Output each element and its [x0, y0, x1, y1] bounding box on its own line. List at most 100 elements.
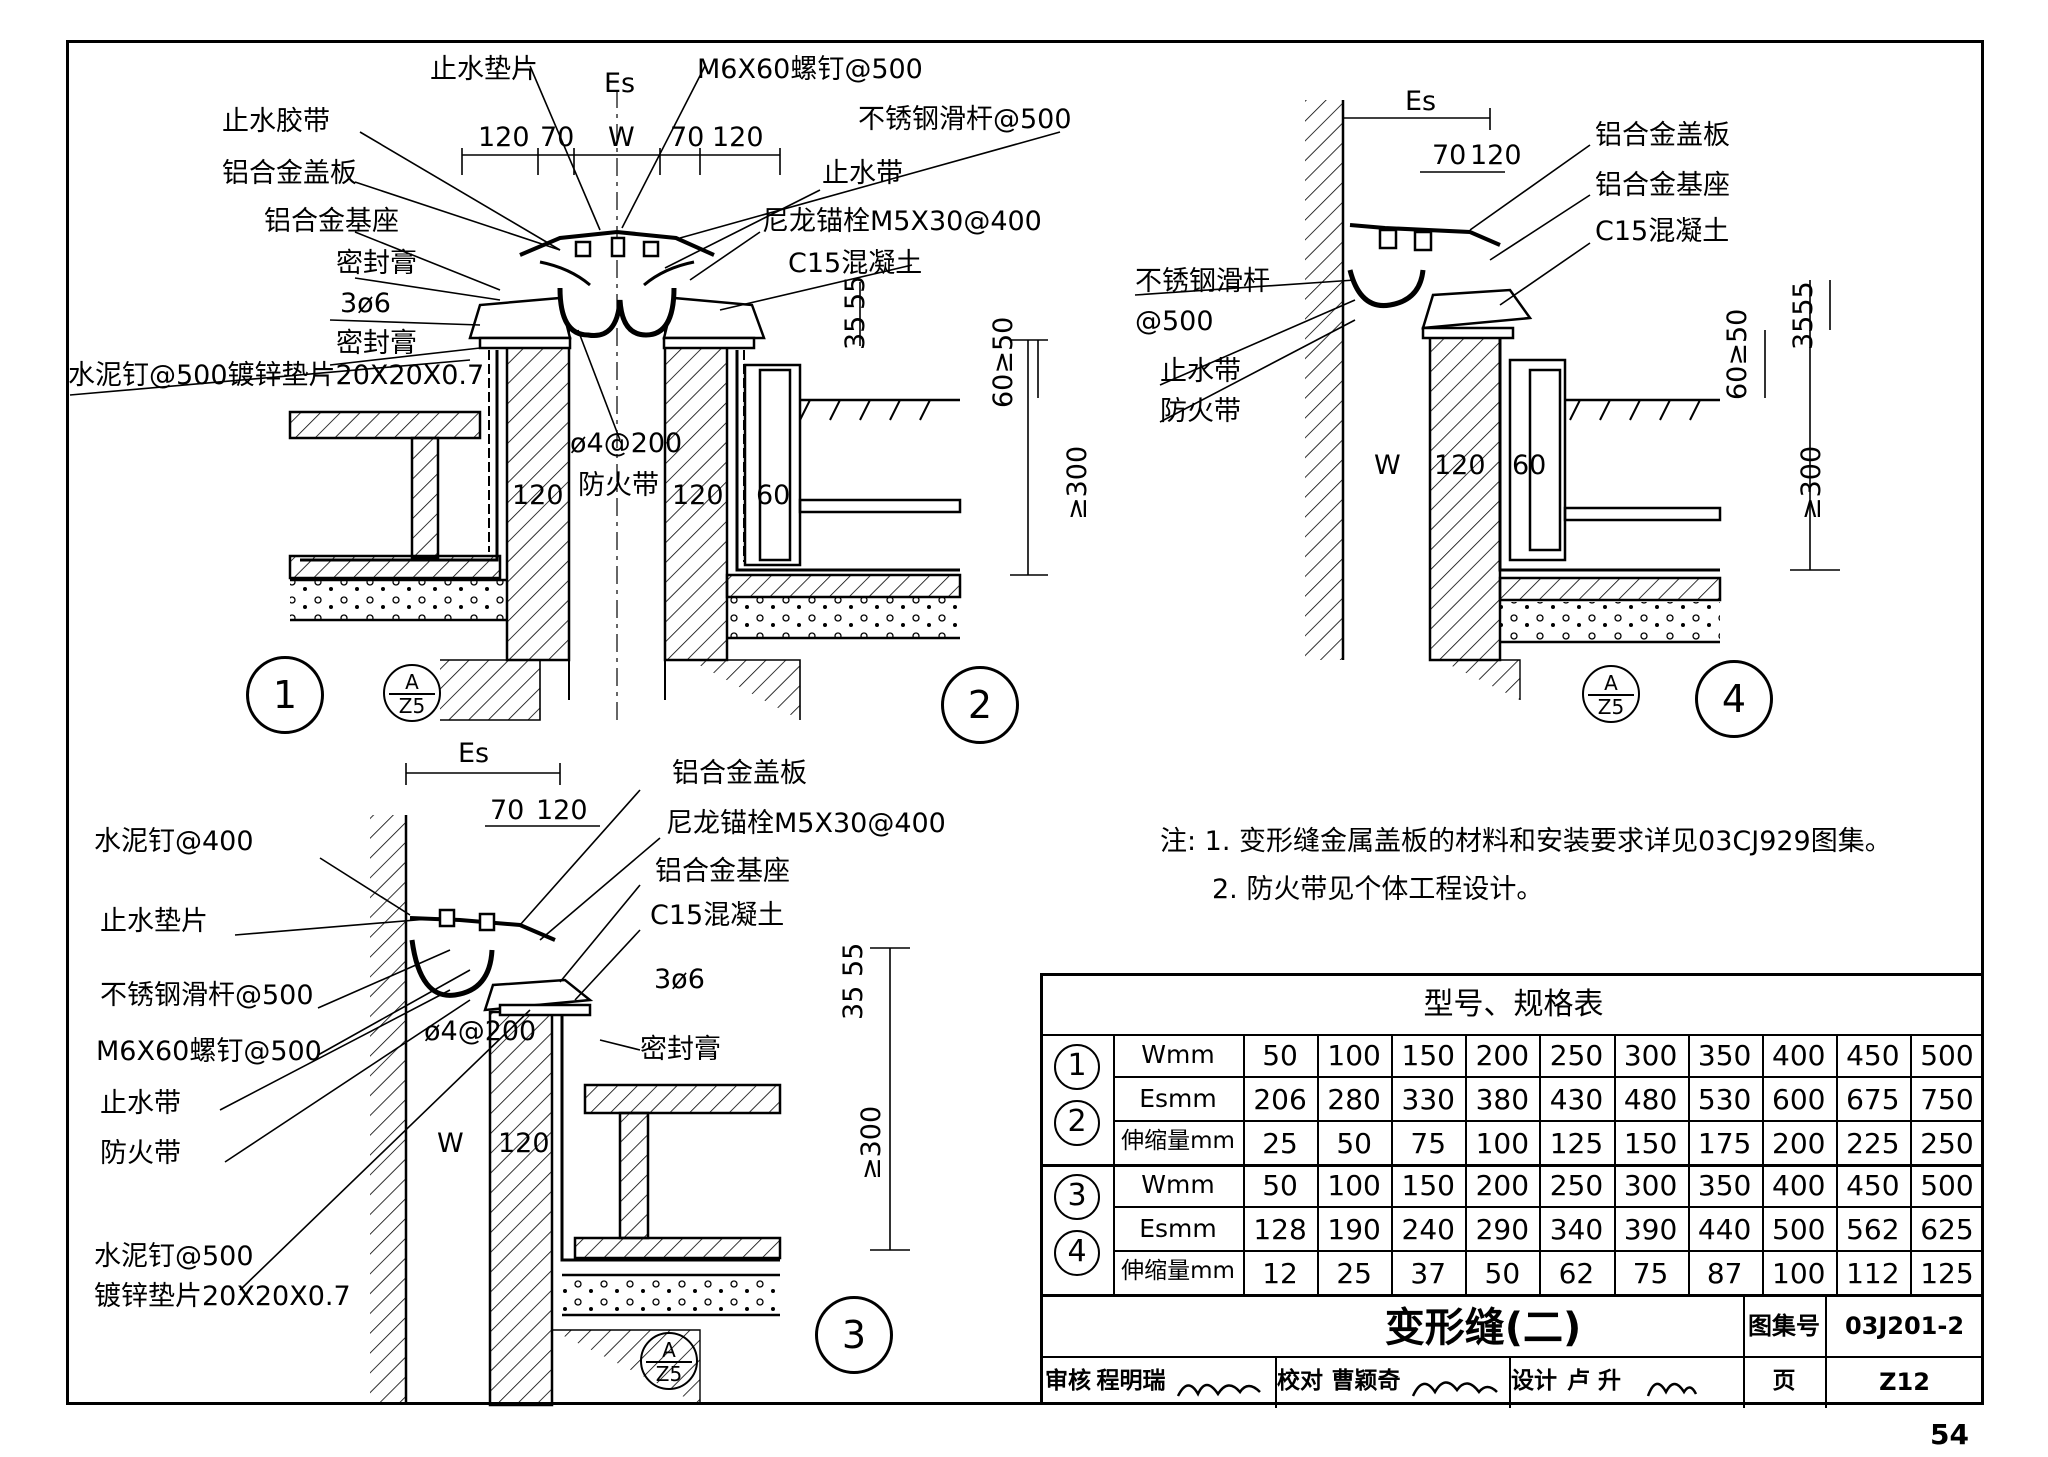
d3-dim-ge300: ≥300	[856, 1105, 887, 1180]
table-rule	[1825, 1294, 1827, 1408]
table-cell: 112	[1846, 1257, 1900, 1290]
section-ref-letter: A	[1604, 671, 1618, 695]
table-rule	[1243, 1034, 1245, 1294]
dim-35: 35	[840, 315, 871, 350]
section-ref-sheet: Z5	[655, 1362, 683, 1386]
atlas-label: 图集号	[1748, 1312, 1820, 1340]
table-cell: 530	[1697, 1083, 1752, 1116]
signatures	[1176, 1381, 1698, 1397]
table-rule	[1509, 1356, 1511, 1408]
sheet-page: Z12	[1879, 1368, 1930, 1396]
d4-label-al-base: 铝合金基座	[1595, 170, 1730, 201]
section-ref-sheet: Z5	[398, 694, 426, 718]
label-sealant-bottom: 密封膏	[336, 328, 417, 359]
d4-label-water-stop-belt: 止水带	[1160, 356, 1241, 387]
table-cell: 500	[1920, 1169, 1974, 1202]
d4-label-at500: @500	[1135, 306, 1214, 337]
dim-120-left-top: 120	[478, 122, 530, 153]
d3-label-washer: 镀锌垫片20X20X0.7	[94, 1281, 351, 1312]
section-ref-1: A Z5	[383, 664, 441, 722]
table-cell: 480	[1623, 1083, 1678, 1116]
table-cell: 280	[1327, 1083, 1381, 1116]
table-cell: 25	[1262, 1127, 1298, 1160]
row-label-w-1: Wmm	[1141, 1040, 1215, 1069]
d4-dim-70: 70	[1432, 140, 1467, 171]
label-c15: C15混凝土	[788, 248, 923, 279]
dim-ge300: ≥300	[1062, 445, 1093, 520]
section-ref-divider	[1588, 694, 1634, 696]
table-cell: 87	[1706, 1257, 1743, 1290]
table-cell: 225	[1846, 1127, 1900, 1160]
row-label-stretch-2: 伸缩量mm	[1121, 1258, 1235, 1284]
label-es: Es	[604, 68, 636, 99]
label-sealant-top: 密封膏	[336, 248, 417, 279]
table-cell: 400	[1772, 1039, 1826, 1072]
label-screw: M6X60螺钉@500	[697, 54, 923, 85]
section-ref-divider	[389, 693, 435, 695]
d3-label-al-cover: 铝合金盖板	[672, 758, 807, 789]
reviewer-name: 程明瑞	[1096, 1368, 1166, 1394]
spec-table: 型号、规格表 1 2 3 4 Wmm Esmm 伸缩量mm Wmm Esmm 伸…	[1040, 973, 1984, 1408]
table-rule	[1909, 1034, 1912, 1294]
table-cell: 390	[1623, 1213, 1678, 1246]
dim-60: 60	[756, 480, 791, 511]
table-cell: 750	[1920, 1083, 1974, 1116]
d3-dim-w: W	[437, 1128, 464, 1159]
table-cell: 50	[1336, 1127, 1372, 1160]
label-stainless-rod: 不锈钢滑杆@500	[858, 104, 1072, 135]
detail-4-marker: 4	[1695, 660, 1773, 738]
table-cell: 150	[1401, 1169, 1455, 1202]
detail-2-marker: 2	[941, 666, 1019, 744]
table-cell: 75	[1632, 1257, 1669, 1290]
table-cell: 400	[1772, 1169, 1826, 1202]
table-cell: 12	[1262, 1257, 1298, 1290]
d3-label-tie: ø4@200	[424, 1016, 537, 1047]
page-number: 54	[1930, 1418, 1969, 1451]
table-cell: 625	[1920, 1213, 1974, 1246]
row-label-es-2: Esmm	[1139, 1214, 1217, 1243]
checker-name: 曹颖奇	[1331, 1368, 1401, 1394]
table-rule	[1465, 1034, 1468, 1294]
table-cell: 450	[1846, 1039, 1900, 1072]
atlas-number: 03J201-2	[1844, 1312, 1965, 1340]
table-cell: 175	[1697, 1127, 1752, 1160]
section-ref-letter: A	[662, 1338, 676, 1362]
dim-w-top: W	[608, 122, 635, 153]
d3-label-rebar: 3ø6	[654, 964, 705, 995]
table-rule	[1113, 1120, 1984, 1122]
label-rebar: 3ø6	[340, 288, 391, 319]
table-cell: 62	[1558, 1257, 1595, 1290]
d3-label-fire-belt: 防火带	[100, 1138, 181, 1169]
designer-name: 卢 升	[1566, 1368, 1621, 1394]
table-cell: 300	[1623, 1039, 1678, 1072]
d4-dim-3555: 3555	[1788, 281, 1819, 350]
table-rule	[1761, 1034, 1764, 1294]
table-cell: 100	[1327, 1039, 1381, 1072]
d3-label-cement-nail-400: 水泥钉@400	[94, 826, 254, 857]
table-rule	[1317, 1034, 1320, 1294]
table-cell: 500	[1772, 1213, 1826, 1246]
group1-id-1: 1	[1049, 1044, 1105, 1090]
table-cell: 200	[1475, 1039, 1530, 1072]
detail-4-drawing	[1134, 100, 1840, 700]
d3-label-nylon-anchor: 尼龙锚栓M5X30@400	[666, 808, 946, 839]
table-cell: 330	[1401, 1083, 1455, 1116]
dim-120-left: 120	[512, 480, 564, 511]
section-ref-3: A Z5	[640, 1332, 698, 1390]
d3-label-al-base: 铝合金基座	[655, 856, 790, 887]
row-label-stretch-1: 伸缩量mm	[1121, 1128, 1235, 1154]
d4-dim-60: 60	[1512, 450, 1547, 481]
table-rule	[1275, 1356, 1277, 1408]
table-cell: 200	[1772, 1127, 1826, 1160]
table-cell: 100	[1475, 1127, 1530, 1160]
table-rule	[1043, 1164, 1984, 1167]
label-fire-belt: 防火带	[578, 470, 659, 501]
group2-id-4: 4	[1049, 1230, 1105, 1276]
table-cell: 125	[1549, 1127, 1604, 1160]
dim-ge50: 60≥50	[988, 316, 1019, 408]
table-cell: 50	[1262, 1169, 1298, 1202]
detail-3-marker: 3	[815, 1296, 893, 1374]
d3-dim-120: 120	[536, 795, 588, 826]
table-cell: 380	[1475, 1083, 1530, 1116]
